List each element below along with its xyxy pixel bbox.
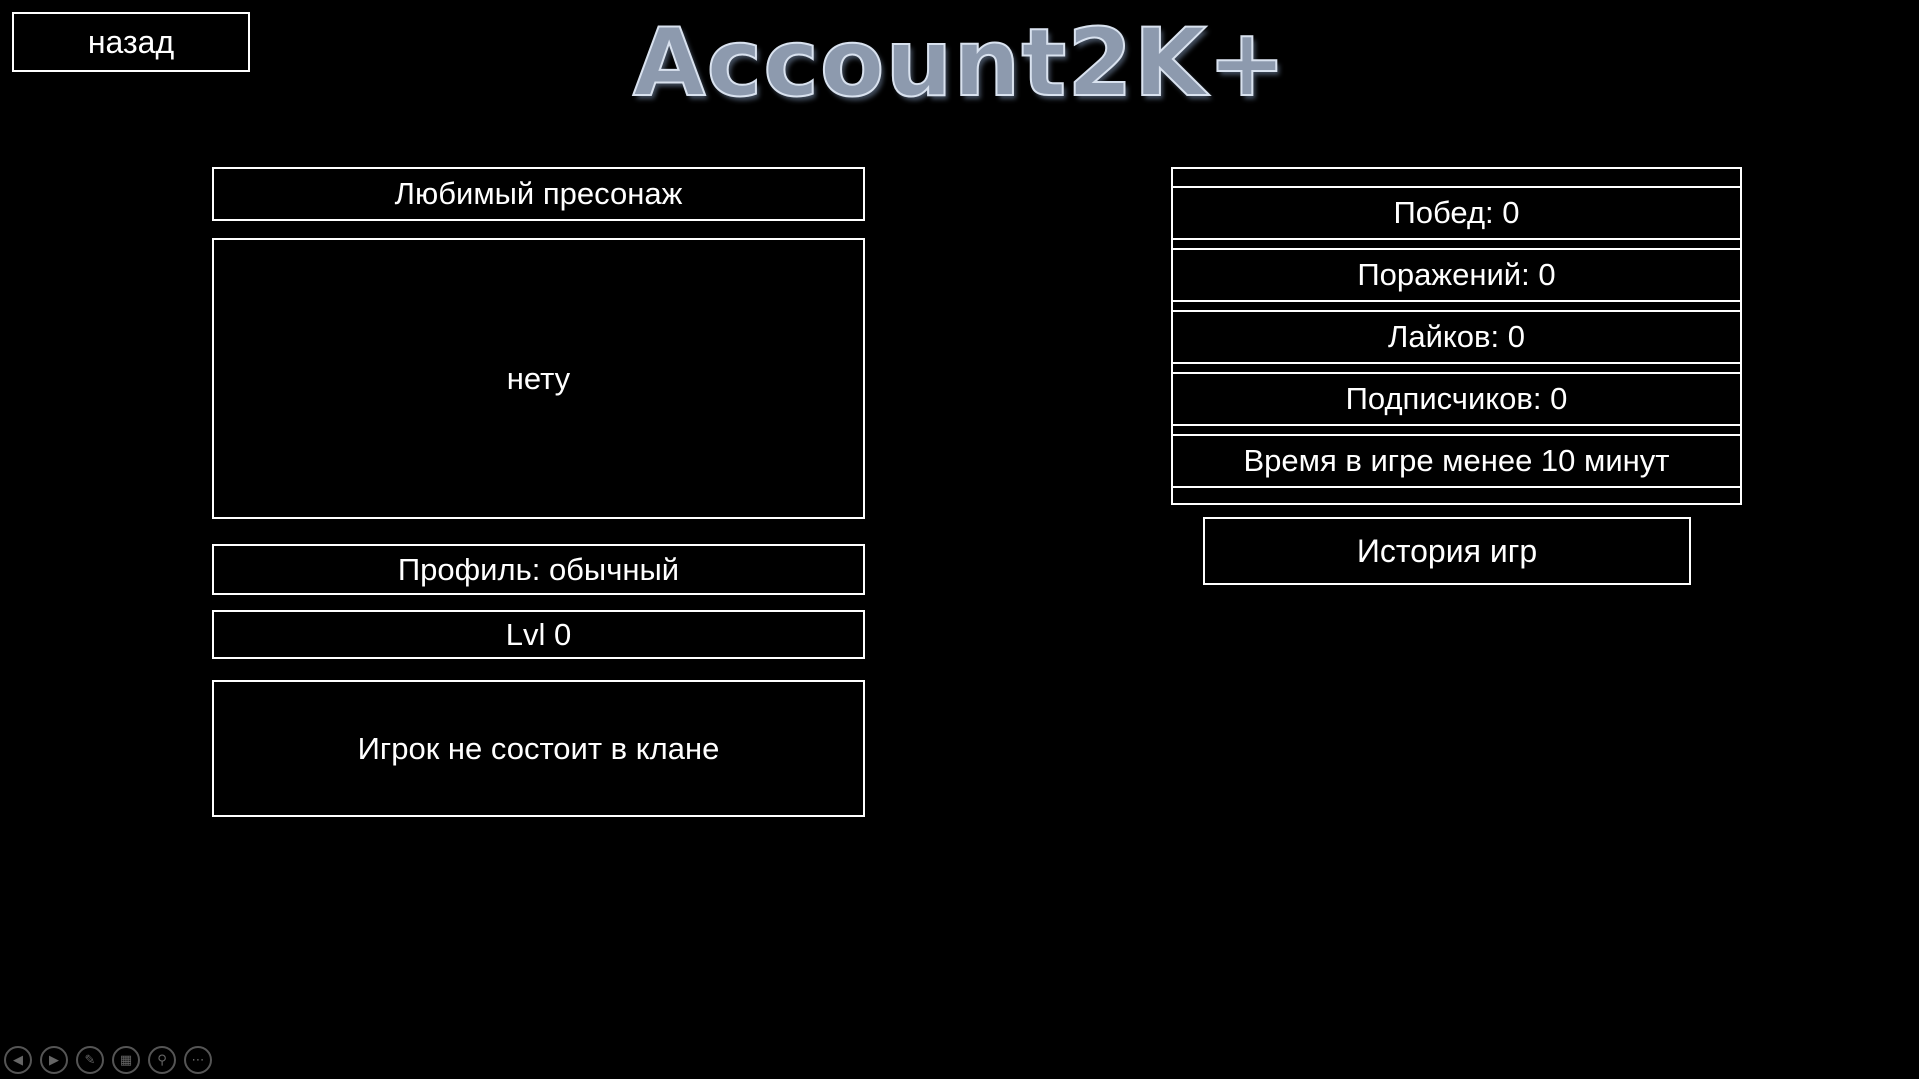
clan-status: Игрок не состоит в клане: [212, 680, 865, 817]
favorite-character-box: нету: [212, 238, 865, 519]
pen-icon[interactable]: ✎: [76, 1046, 104, 1074]
player-level: Lvl 0: [212, 610, 865, 659]
stat-subscribers: Подписчиков: 0: [1171, 372, 1742, 426]
zoom-icon[interactable]: ⚲: [148, 1046, 176, 1074]
stat-likes: Лайков: 0: [1171, 310, 1742, 364]
slides-icon[interactable]: ▦: [112, 1046, 140, 1074]
favorite-character-label: Любимый пресонаж: [212, 167, 865, 221]
stats-panel: Побед: 0 Поражений: 0 Лайков: 0 Подписчи…: [1171, 167, 1742, 505]
app-title: Account2K+: [632, 8, 1288, 119]
slideshow-controls: ◀ ▶ ✎ ▦ ⚲ ⋯: [4, 1046, 212, 1074]
stat-wins: Побед: 0: [1171, 186, 1742, 240]
profile-type: Профиль: обычный: [212, 544, 865, 595]
next-icon[interactable]: ▶: [40, 1046, 68, 1074]
prev-icon[interactable]: ◀: [4, 1046, 32, 1074]
more-icon[interactable]: ⋯: [184, 1046, 212, 1074]
stat-playtime: Время в игре менее 10 минут: [1171, 434, 1742, 488]
game-history-button[interactable]: История игр: [1203, 517, 1691, 585]
stat-losses: Поражений: 0: [1171, 248, 1742, 302]
back-button[interactable]: назад: [12, 12, 250, 72]
